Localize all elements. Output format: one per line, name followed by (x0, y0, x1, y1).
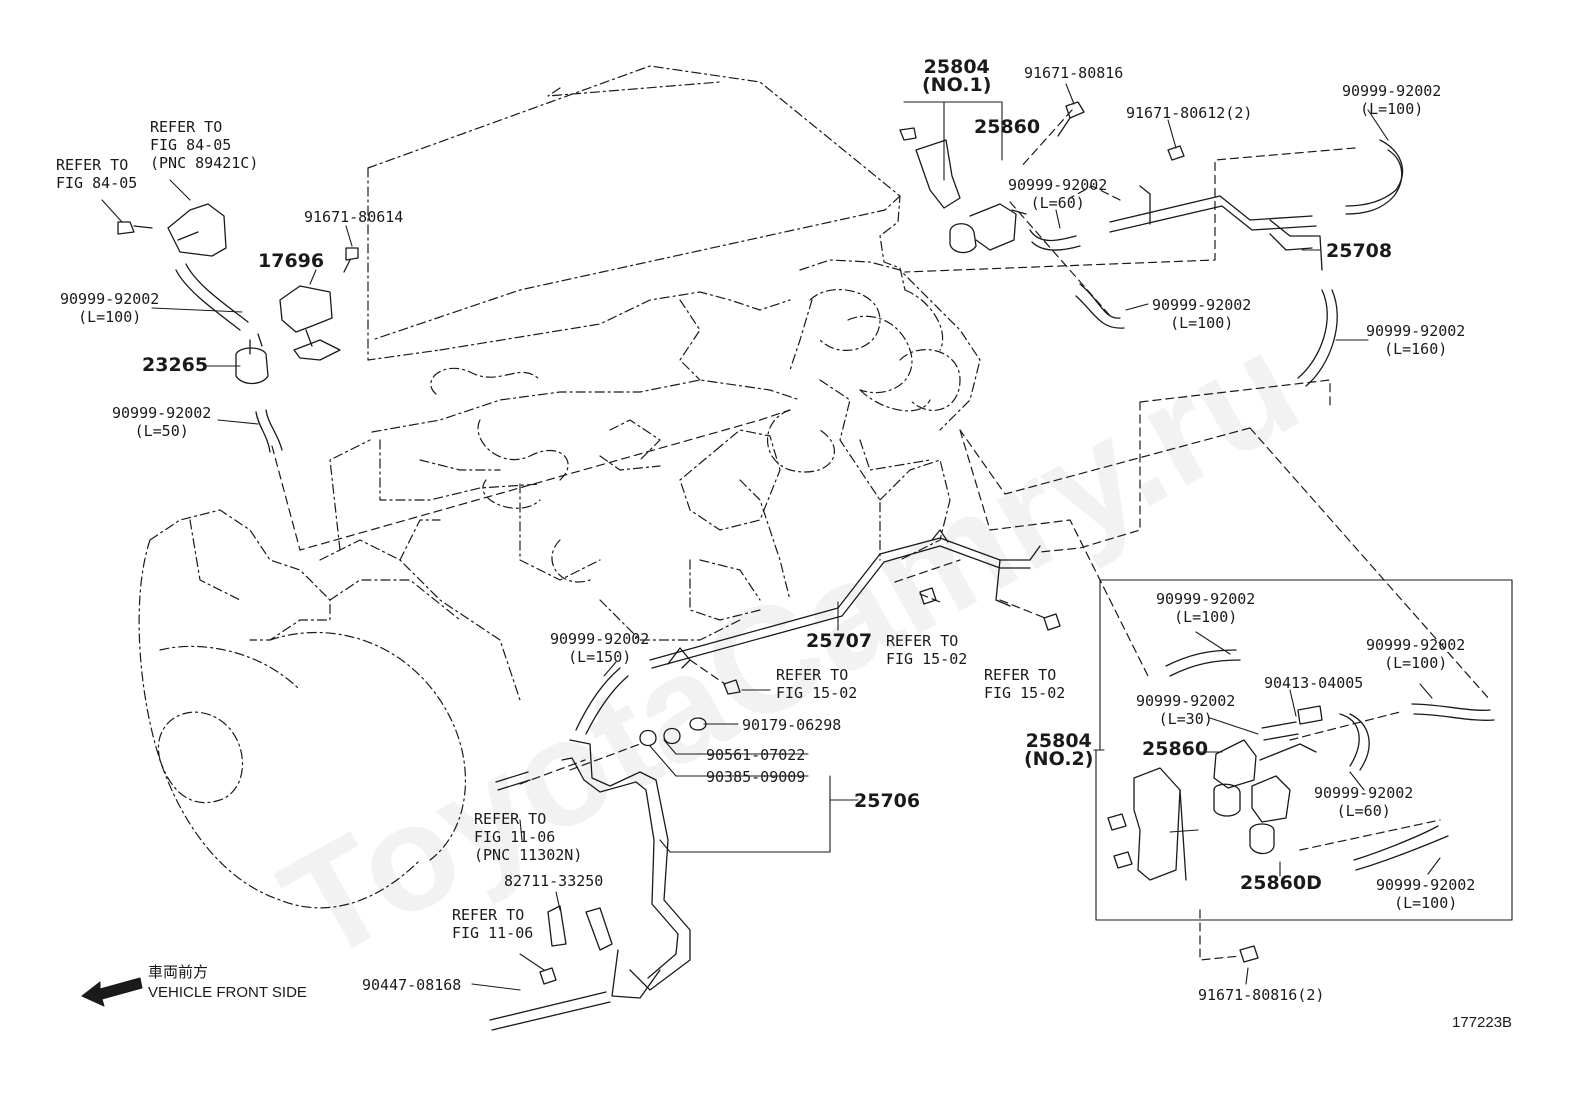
refer-fig-15-02-a: REFER TO FIG 15-02 (776, 666, 858, 702)
hose-90999-92002-l30: 90999-92002 (L=30) (1136, 692, 1236, 728)
leader-lines (101, 83, 1513, 991)
part-25860-top: 25860 (974, 116, 1041, 138)
hose-90999-92002-l100-left: 90999-92002 (L=100) (60, 290, 160, 326)
part-82711-33250: 82711-33250 (504, 872, 604, 890)
engine-phantom-outline (329, 65, 981, 641)
refer-fig-84-05-left: REFER TO FIG 84-05 (56, 156, 138, 192)
part-25860-box: 25860 (1142, 738, 1209, 760)
part-23265: 23265 (142, 354, 209, 376)
transmission-phantom-outline (138, 509, 521, 909)
figure-id: 177223B (1452, 1014, 1513, 1031)
hose-90999-92002-l50: 90999-92002 (L=50) (112, 404, 212, 440)
part-90385-09009: 90385-09009 (706, 768, 806, 786)
front-side-label-en: VEHICLE FRONT SIDE (148, 984, 307, 1001)
pipe-25707 (649, 529, 1041, 669)
part-91671-80816: 91671-80816 (1024, 64, 1124, 82)
refer-fig-15-02-b: REFER TO FIG 15-02 (886, 632, 968, 668)
part-91671-80816-2: 91671-80816(2) (1198, 986, 1325, 1004)
pipe-25708 (1109, 185, 1323, 271)
front-arrow-icon (81, 977, 143, 1007)
hose-routing-dashed (271, 109, 1491, 961)
refer-fig-11-06: REFER TO FIG 11-06 (452, 906, 534, 942)
part-25707: 25707 (806, 630, 873, 652)
hose-90999-92002-l160: 90999-92002 (L=160) (1366, 322, 1466, 358)
hose-90999-92002-l60-box: 90999-92002 (L=60) (1314, 784, 1414, 820)
hose-90999-92002-l60-top: 90999-92002 (L=60) (1008, 176, 1108, 212)
hose-90999-92002-l100-middle: 90999-92002 (L=100) (1152, 296, 1252, 332)
hose-90999-92002-l100-box-right: 90999-92002 (L=100) (1366, 636, 1466, 672)
part-25706: 25706 (854, 790, 921, 812)
part-91671-80614: 91671-80614 (304, 208, 404, 226)
part-90413-04005: 90413-04005 (1264, 674, 1364, 692)
refer-fig-84-05-pnc: REFER TO FIG 84-05 (PNC 89421C) (150, 118, 259, 172)
part-90561-07022: 90561-07022 (706, 746, 806, 764)
part-91671-80612: 91671-80612(2) (1126, 104, 1253, 122)
part-25804-no1: 25804 (NO.1) (922, 56, 992, 96)
part-25708: 25708 (1326, 240, 1393, 262)
front-side-label-jp: 車両前方 (148, 964, 209, 981)
bracket-25706 (489, 739, 691, 1031)
refer-fig-11-06-pnc: REFER TO FIG 11-06 (PNC 11302N) (474, 810, 583, 864)
refer-fig-15-02-c: REFER TO FIG 15-02 (984, 666, 1066, 702)
part-17696: 17696 (258, 250, 325, 272)
part-90179-06298: 90179-06298 (742, 716, 842, 734)
part-25860d: 25860D (1240, 872, 1322, 894)
hose-90999-92002-l100-box-bottom: 90999-92002 (L=100) (1376, 876, 1476, 912)
hose-parts (175, 139, 1495, 871)
hose-90999-92002-l100-top-right: 90999-92002 (L=100) (1342, 82, 1442, 118)
part-25804-no2: 25804 (NO.2) (1024, 730, 1094, 770)
small-parts (117, 101, 1323, 985)
part-90447-08168: 90447-08168 (362, 976, 462, 994)
hose-90999-92002-l150: 90999-92002 (L=150) (550, 630, 650, 666)
hose-90999-92002-l100-box-top: 90999-92002 (L=100) (1156, 590, 1256, 626)
